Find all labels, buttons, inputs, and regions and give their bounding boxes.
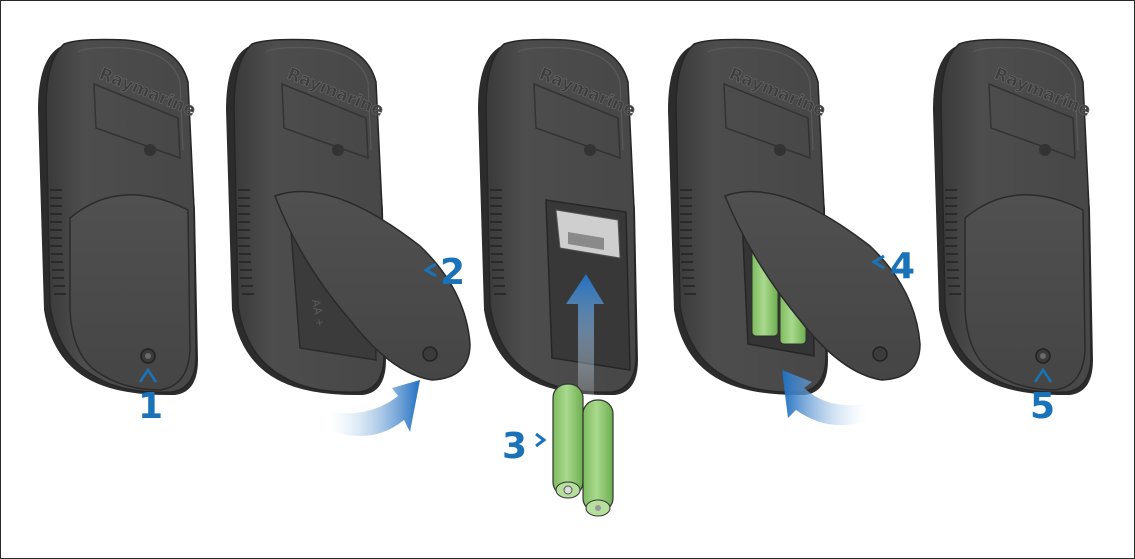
insert-arrow-icon bbox=[566, 274, 604, 400]
step-2-number: 2 bbox=[440, 252, 465, 293]
chevron-icon bbox=[535, 432, 547, 448]
step-4-number: 4 bbox=[890, 246, 915, 287]
svg-text:AA +: AA + bbox=[309, 298, 327, 328]
step-2-remote: AA + Raymarine 2 bbox=[225, 38, 471, 437]
rotate-arrow-icon bbox=[782, 370, 868, 426]
screw-icon bbox=[138, 367, 158, 383]
screw-icon bbox=[1033, 367, 1053, 383]
step-4-remote: Raymarine 4 bbox=[667, 38, 921, 426]
step-5-number: 5 bbox=[1030, 386, 1055, 427]
rotate-arrow-icon bbox=[328, 380, 420, 437]
step-3-number: 3 bbox=[502, 426, 527, 467]
step-3-remote: Raymarine 3 bbox=[477, 38, 639, 517]
battery-icon bbox=[552, 383, 614, 517]
step-1-remote: Raymarine 1 bbox=[37, 38, 199, 427]
step-5-remote: Raymarine 5 bbox=[932, 38, 1094, 427]
chevron-icon bbox=[423, 262, 437, 278]
step-1-number: 1 bbox=[138, 386, 163, 427]
chevron-icon bbox=[871, 254, 885, 270]
